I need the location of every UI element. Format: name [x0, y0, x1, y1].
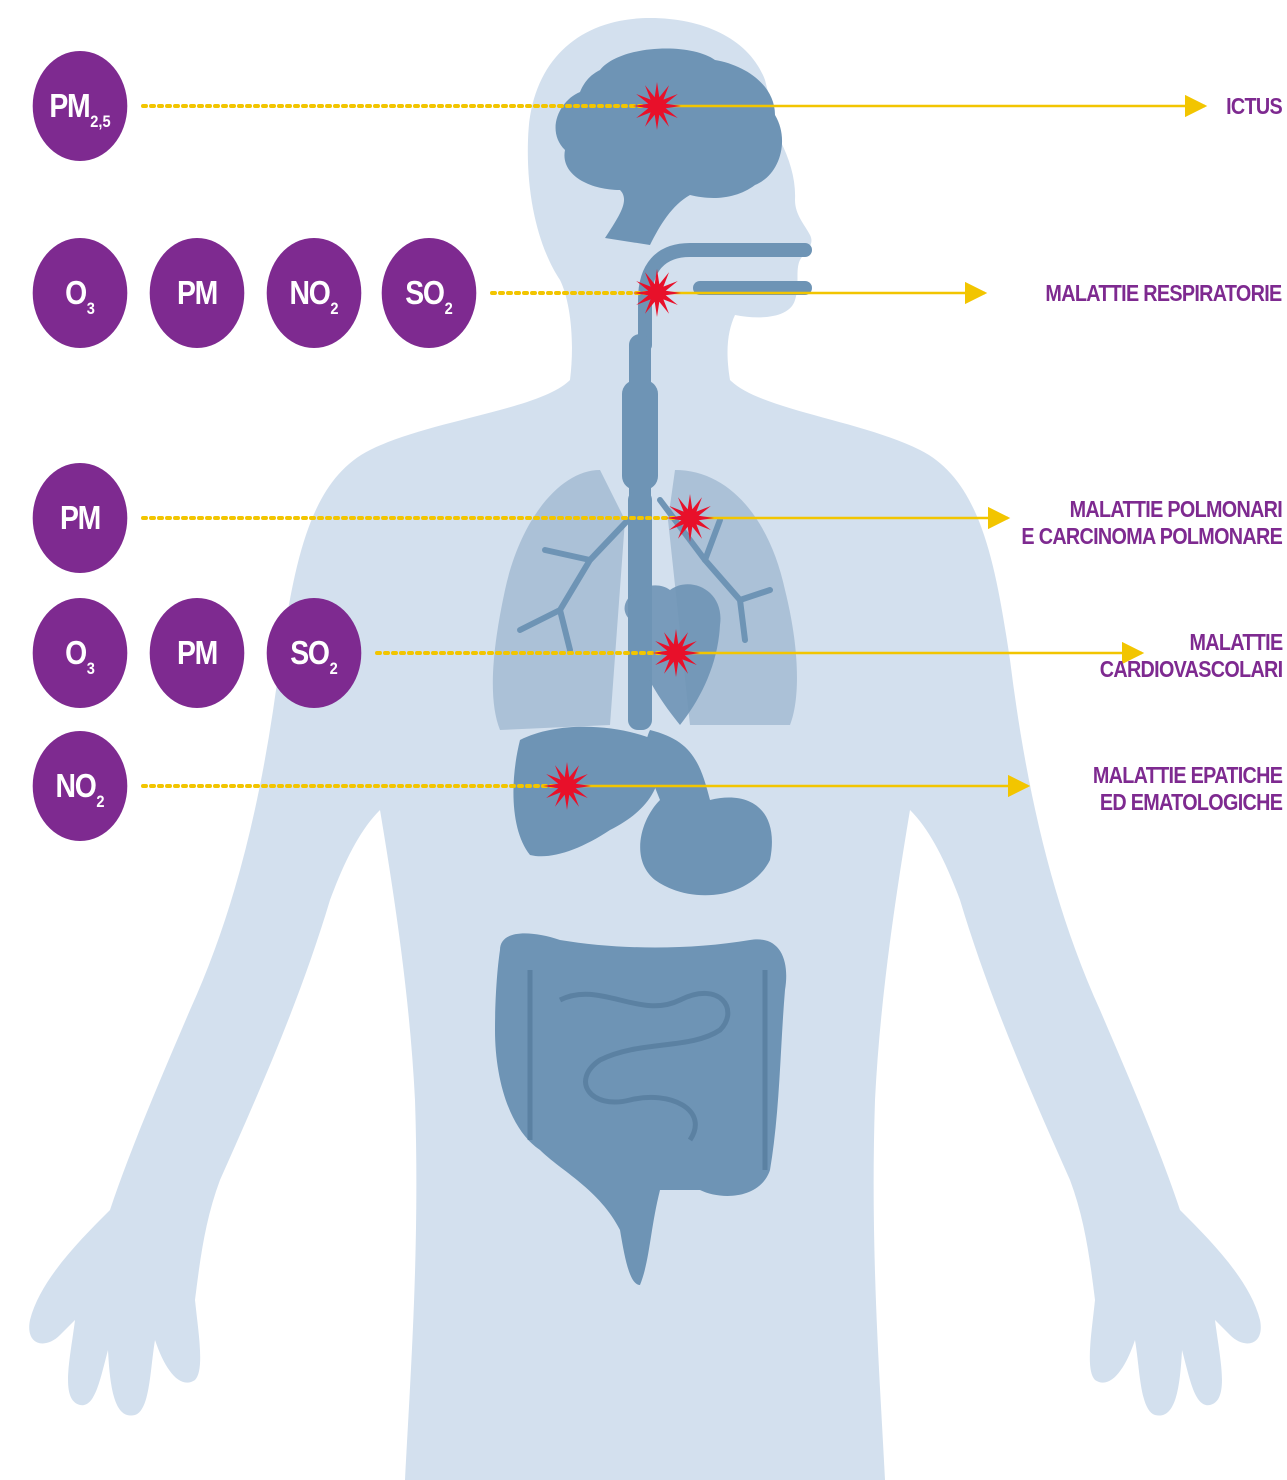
- health-effect-line: MALATTIE EPATICHE: [1093, 762, 1282, 789]
- pollutant-bubble: PM: [33, 463, 128, 573]
- pollutant-subscript: 3: [87, 659, 95, 679]
- pollutant-symbol: PM: [49, 87, 89, 125]
- pollutant-subscript: 3: [87, 299, 95, 319]
- health-effect-line: E CARCINOMA POLMONARE: [1021, 523, 1282, 550]
- pollutant-subscript: 2: [330, 299, 338, 319]
- pollutant-subscript: 2: [330, 659, 338, 679]
- health-effect-line: MALATTIE RESPIRATORIE: [1046, 280, 1282, 307]
- pollutant-symbol: NO: [290, 274, 330, 312]
- pollutant-subscript: 2,5: [90, 112, 110, 132]
- health-effect-line: MALATTIE: [1099, 629, 1282, 656]
- pollutant-symbol: PM: [177, 274, 217, 312]
- health-effect-line: ICTUS: [1226, 93, 1282, 120]
- impact-star-icon: [543, 762, 591, 810]
- pollutant-symbol: O: [65, 274, 86, 312]
- impact-star-icon: [633, 269, 681, 317]
- pollutant-subscript: 2: [96, 792, 104, 812]
- pollutant-subscript: 2: [445, 299, 453, 319]
- health-effect-line: CARDIOVASCOLARI: [1099, 656, 1282, 683]
- health-effect-line: MALATTIE POLMONARI: [1021, 496, 1282, 523]
- health-effect-label: MALATTIE RESPIRATORIE: [1046, 280, 1282, 307]
- pollutant-symbol: SO: [290, 634, 328, 672]
- health-effect-label: ICTUS: [1226, 93, 1282, 120]
- pollutant-symbol: SO: [405, 274, 443, 312]
- pollutant-symbol: PM: [177, 634, 217, 672]
- health-effect-line: ED EMATOLOGICHE: [1093, 789, 1282, 816]
- impact-star-icon: [633, 82, 681, 130]
- impact-star-icon: [652, 629, 700, 677]
- pollutant-symbol: PM: [60, 499, 100, 537]
- pollutant-symbol: NO: [56, 767, 96, 805]
- impact-star-icon: [666, 494, 714, 542]
- pollutant-symbol: O: [65, 634, 86, 672]
- pollutant-bubble: PM: [150, 598, 245, 708]
- pollutant-bubble: PM: [150, 238, 245, 348]
